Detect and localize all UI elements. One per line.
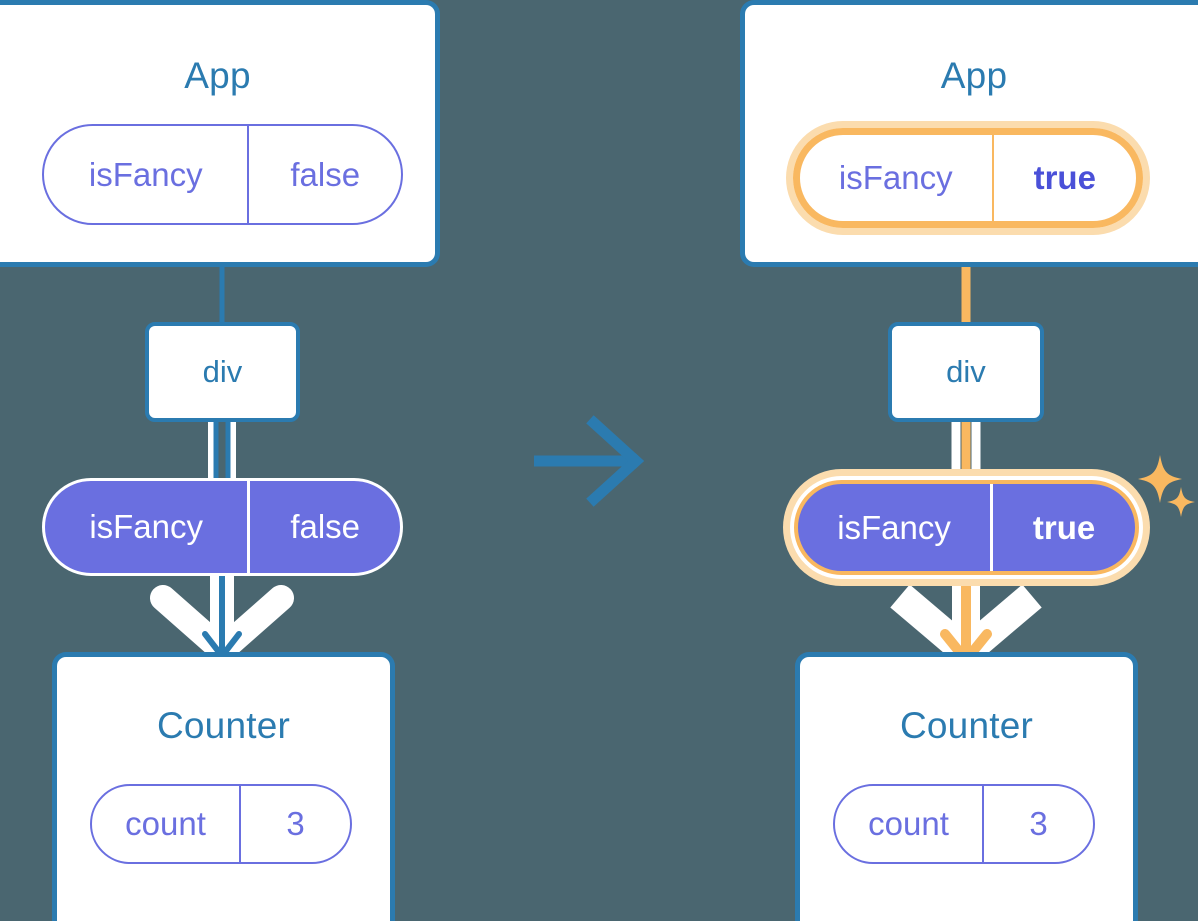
prop-value-before: false — [247, 481, 400, 573]
app-state-pill-before: isFancy false — [42, 124, 403, 225]
connector-div-to-prop-right — [946, 418, 986, 484]
counter-state-pill-after: count 3 — [833, 784, 1095, 864]
dom-node-div-label-before: div — [202, 354, 243, 389]
app-panel-title-before: App — [184, 55, 251, 96]
connector-div-to-prop-left — [205, 418, 239, 484]
prop-pill-before: isFancy false — [42, 478, 403, 576]
counter-panel-title-after: Counter — [899, 705, 1034, 746]
prop-key-before: isFancy — [89, 508, 204, 545]
counter-state-key-before: count — [125, 805, 206, 842]
sparkle-small-icon-2 — [1167, 487, 1195, 517]
app-state-key-after: isFancy — [838, 159, 953, 196]
dom-node-div-before: div — [145, 322, 300, 422]
counter-panel-title-before: Counter — [156, 705, 291, 746]
dom-node-div-label-after: div — [946, 354, 986, 389]
sparkle-large-icon-2 — [1138, 455, 1182, 503]
dom-node-div-after: div — [888, 322, 1044, 422]
arrow-prop-to-counter-left — [150, 572, 294, 663]
counter-state-key-after: count — [868, 805, 949, 842]
counter-state-value-before: 3 — [239, 786, 350, 862]
app-panel-title-after: App — [940, 55, 1008, 96]
prop-value-after: true — [990, 484, 1135, 571]
counter-state-pill-before: count 3 — [90, 784, 352, 864]
prop-key-after: isFancy — [837, 508, 951, 546]
counter-state-value-after: 3 — [982, 786, 1093, 862]
right-arrow-icon — [534, 415, 645, 507]
prop-pill-after: isFancy true — [794, 480, 1139, 575]
app-state-pill-after: isFancy true — [793, 128, 1143, 228]
app-state-key-before: isFancy — [88, 155, 203, 193]
arrow-prop-to-counter-right — [890, 568, 1042, 665]
app-state-value-after: true — [991, 135, 1136, 221]
app-state-value-before: false — [247, 126, 401, 223]
